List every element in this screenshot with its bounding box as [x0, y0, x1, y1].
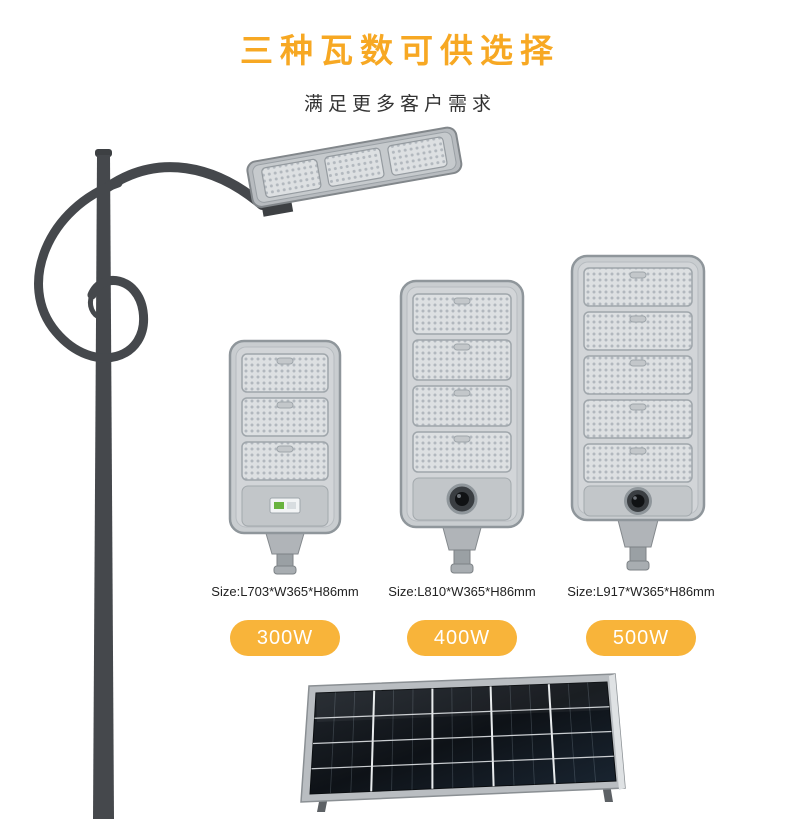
- lamp-500w-illustration: [570, 254, 706, 571]
- pole-spiral-tail: [87, 292, 104, 321]
- pole-spiral: [34, 178, 149, 363]
- lamp-300w-illustration: [228, 339, 342, 575]
- size-label-500w: Size:L917*W365*H86mm: [567, 584, 715, 599]
- street-pole-illustration: [34, 126, 463, 819]
- size-label-400w: Size:L810*W365*H86mm: [388, 584, 536, 599]
- pole-lamp-head: [246, 126, 463, 217]
- page-subtitle: 满足更多客户需求: [303, 94, 496, 115]
- pole-arm: [103, 162, 267, 210]
- lamp-400w-illustration: [399, 279, 525, 574]
- solar-panel-illustration: [300, 673, 626, 812]
- page-title: 三种瓦数可供选择: [240, 32, 560, 69]
- wattage-badge-300w: 300W: [230, 620, 340, 656]
- pole-shaft: [93, 155, 114, 819]
- size-label-300w: Size:L703*W365*H86mm: [211, 584, 359, 599]
- wattage-badge-500w: 500W: [586, 620, 696, 656]
- indicator-window: [269, 497, 301, 514]
- wattage-badge-400w: 400W: [407, 620, 517, 656]
